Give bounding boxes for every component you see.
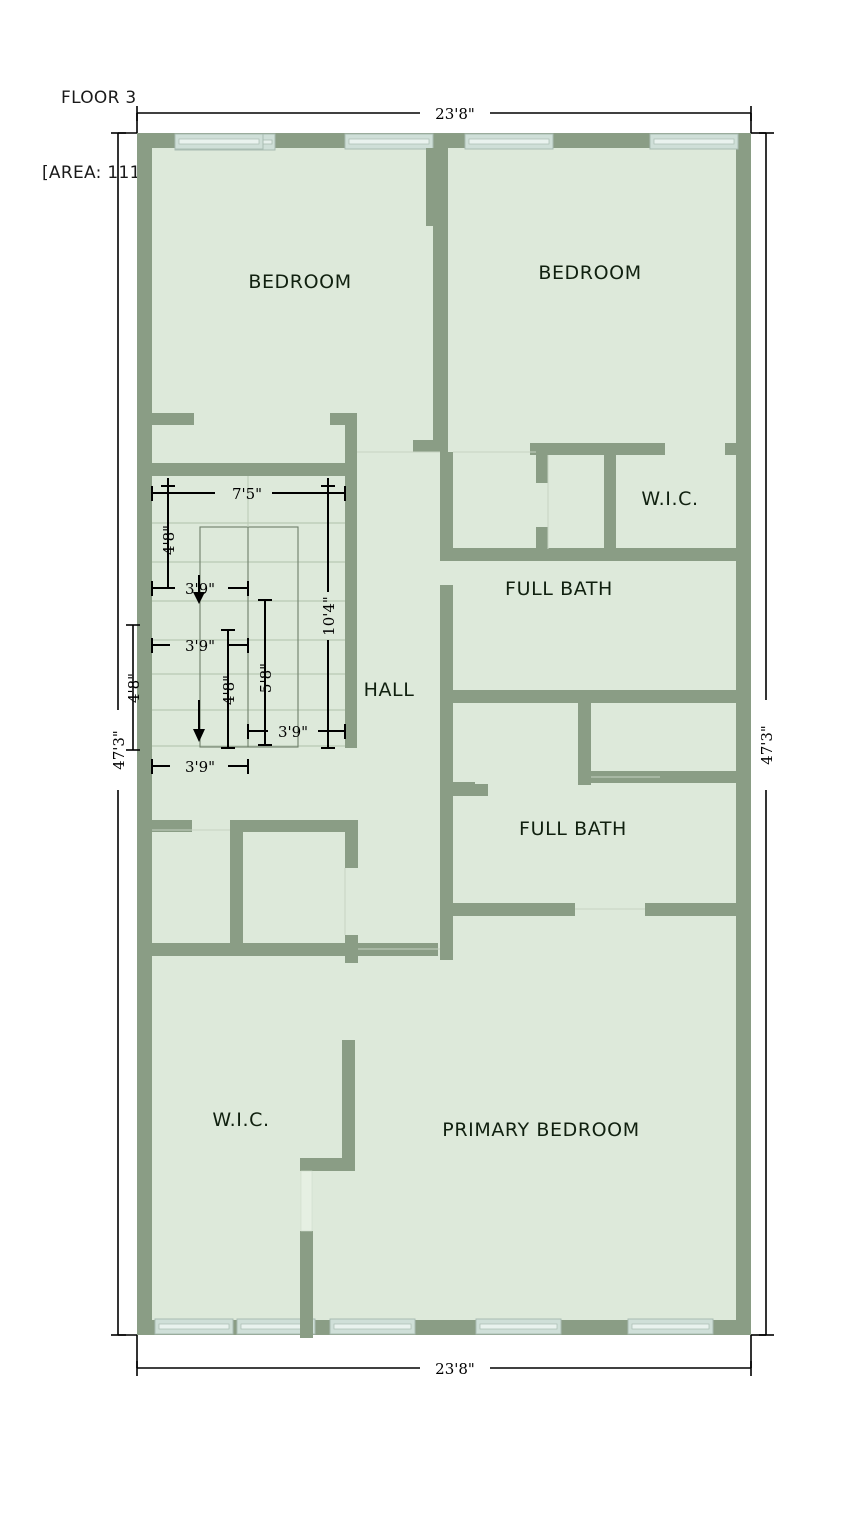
dim-stair-total-depth: 10'4": [320, 596, 338, 636]
stair-direction-arrow-upper: [193, 575, 205, 604]
dim-left: 47'3": [110, 730, 128, 770]
dim-stair-run-c: 3'9": [278, 723, 308, 741]
dim-stair-run-a: 3'9": [185, 580, 215, 598]
dim-left-segment: 4'8": [125, 673, 143, 703]
room-label-full-bath-upper: FULL BATH: [505, 578, 613, 600]
overall-dimensions: [111, 106, 774, 1376]
dim-stair-top-left: 4'8": [160, 525, 178, 555]
room-label-full-bath-lower: FULL BATH: [519, 818, 627, 840]
dim-right: 47'3": [758, 725, 776, 765]
dim-stair-run-d: 3'9": [185, 758, 215, 776]
dim-stair-inner-depth: 4'8": [220, 675, 238, 705]
dim-stair-landing-depth: 5'8": [257, 663, 275, 693]
room-label-wic-lower: W.I.C.: [212, 1109, 269, 1131]
top-wall-windows: [174, 133, 739, 151]
room-label-bedroom-right: BEDROOM: [538, 262, 641, 284]
stair-dimension-labels: 7'5" 4'8" 3'9" 3'9" 4'8" 5'8" 10'4" 3'9"…: [160, 485, 338, 776]
dim-stair-run-b: 3'9": [185, 637, 215, 655]
dim-stair-width: 7'5": [232, 485, 262, 503]
room-label-wic-upper: W.I.C.: [641, 488, 698, 510]
room-labels: BEDROOM BEDROOM W.I.C. FULL BATH HALL FU…: [212, 262, 698, 1141]
door-openings: [152, 451, 660, 950]
stair-direction-arrow-lower: [193, 700, 205, 742]
interior-walls: [152, 148, 736, 1338]
room-label-hall: HALL: [364, 679, 415, 701]
stair-dimensions: [151, 478, 346, 774]
bottom-wall-windows: [154, 1318, 714, 1335]
overall-dimension-labels: 23'8" 23'8" 47'3" 47'3" 4'8": [110, 105, 776, 1378]
room-label-bedroom-left: BEDROOM: [248, 271, 351, 293]
room-label-primary-bedroom: PRIMARY BEDROOM: [442, 1119, 639, 1141]
staircase: [152, 476, 345, 748]
dim-bottom: 23'8": [435, 1360, 475, 1378]
dim-top: 23'8": [435, 105, 475, 123]
floor-label: FLOOR 3: [61, 88, 137, 108]
